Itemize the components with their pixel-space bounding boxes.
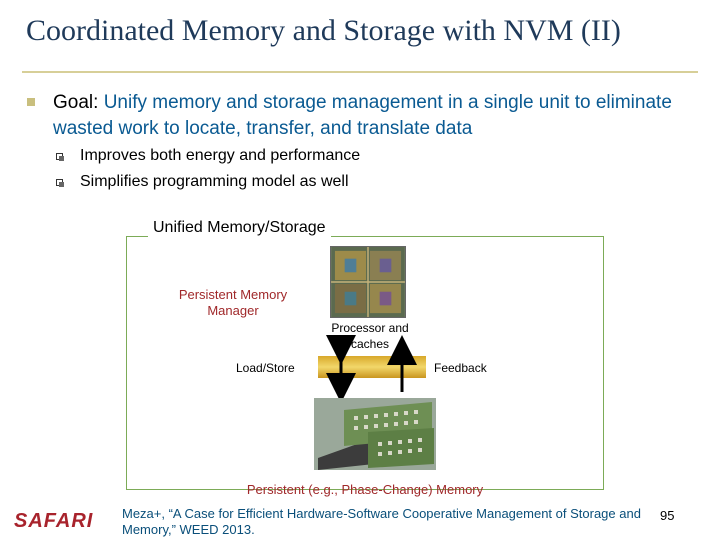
sub-bullet-2: Simplifies programming model as well xyxy=(80,173,349,190)
sub-bullet-1: Improves both energy and performance xyxy=(80,147,361,164)
slide-title: Coordinated Memory and Storage with NVM … xyxy=(26,14,621,47)
title-divider xyxy=(22,71,698,73)
goal-text: Unify memory and storage management in a… xyxy=(53,92,672,139)
processor-die-image xyxy=(330,246,406,318)
bullet-square-icon xyxy=(27,98,35,106)
processor-label: Processor and caches xyxy=(331,321,409,351)
goal-prefix: Goal: xyxy=(53,92,104,113)
box-label: Unified Memory/Storage xyxy=(148,219,331,237)
pmm-label: Persistent Memory Manager xyxy=(178,287,288,318)
unified-memory-storage-box xyxy=(126,236,604,490)
page-number: 95 xyxy=(660,508,675,523)
feedback-label: Feedback xyxy=(434,361,487,375)
nvm-storage-image xyxy=(314,398,436,470)
goal-bullet: Goal: Unify memory and storage managemen… xyxy=(53,90,703,142)
safari-logo: SAFARI xyxy=(14,510,94,532)
sub-bullet-box-icon xyxy=(56,153,64,161)
sub-bullet-box-icon xyxy=(56,179,64,187)
persistent-memory-label: Persistent (e.g., Phase-Change) Memory xyxy=(246,482,484,497)
citation: Meza+, “A Case for Efficient Hardware-So… xyxy=(122,506,641,537)
load-store-label: Load/Store xyxy=(236,361,295,375)
